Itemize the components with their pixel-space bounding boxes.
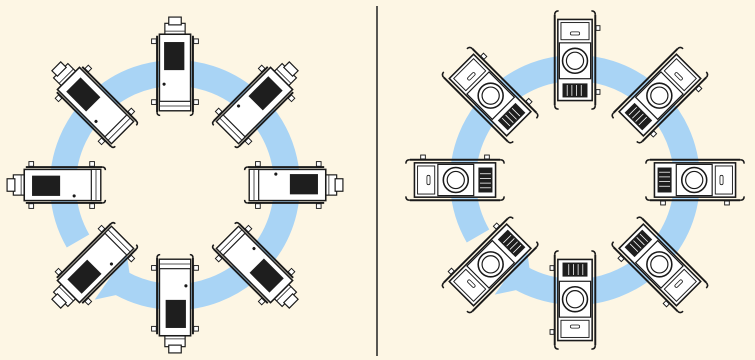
projector-side-view-270deg <box>152 17 199 115</box>
projector-side-view-225deg <box>40 50 143 153</box>
projector-front-view-225deg <box>441 43 542 144</box>
projector-side-view-90deg <box>152 255 199 353</box>
side-view-rotation-panel <box>7 17 343 353</box>
projector-side-view-180deg <box>7 162 105 209</box>
projector-side-view-45deg <box>208 218 311 321</box>
projector-front-view-315deg <box>611 46 712 147</box>
projector-side-view-0deg <box>245 162 343 209</box>
front-view-rotation-panel <box>406 11 744 349</box>
projector-side-view-315deg <box>208 50 311 153</box>
projector-front-view-45deg <box>608 216 709 317</box>
